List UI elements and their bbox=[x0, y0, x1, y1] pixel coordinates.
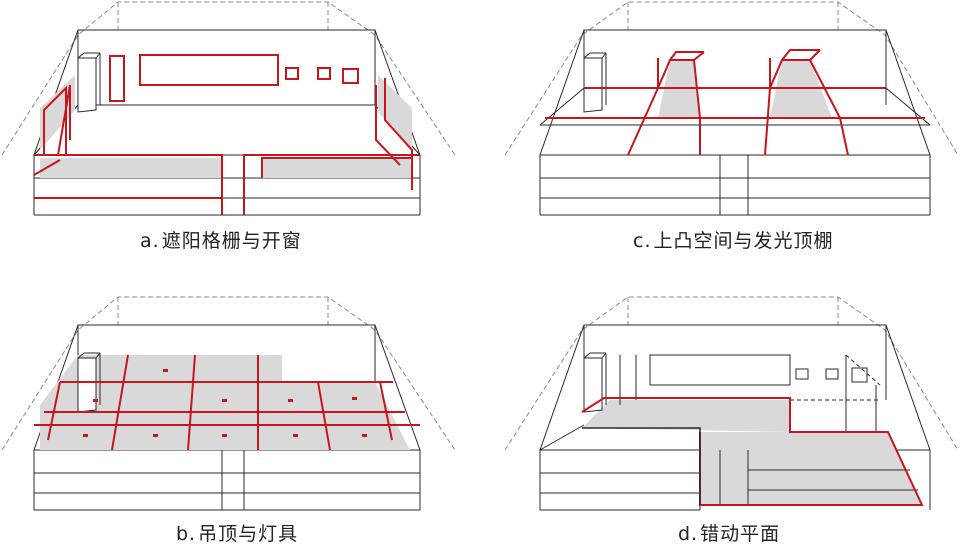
tall-window bbox=[109, 55, 125, 102]
roof-outline-dashed bbox=[504, 296, 959, 451]
red-grid bbox=[34, 354, 420, 451]
panel-c-raised-space-and-luminous-ceiling bbox=[504, 1, 959, 216]
panel-b-suspended-ceiling-and-lighting bbox=[1, 296, 456, 511]
light-fixture bbox=[93, 399, 98, 402]
light-fixture bbox=[222, 399, 227, 402]
caption-letter: d. bbox=[678, 523, 699, 545]
roof-outline-dashed bbox=[504, 1, 959, 156]
caption-letter: a. bbox=[140, 230, 160, 252]
light-fixture bbox=[83, 434, 88, 437]
light-fixture bbox=[362, 434, 367, 437]
upper-floor-fill bbox=[582, 400, 922, 505]
small-window-1 bbox=[795, 368, 809, 380]
box-outline bbox=[33, 324, 421, 511]
light-fixture bbox=[163, 369, 168, 372]
small-window-2 bbox=[317, 67, 331, 80]
caption-panel-a: a.遮阳格栅与开窗 bbox=[140, 226, 302, 253]
caption-text: 吊顶与灯具 bbox=[198, 523, 299, 545]
column bbox=[583, 52, 607, 113]
caption-text: 错动平面 bbox=[700, 523, 781, 545]
light-fixtures bbox=[83, 369, 367, 437]
ceiling-fill bbox=[40, 355, 410, 450]
panel-d-staggered-floor-plan bbox=[504, 296, 959, 511]
small-window-2 bbox=[825, 368, 839, 380]
small-window-3 bbox=[851, 367, 868, 383]
caption-panel-d: d.错动平面 bbox=[678, 519, 780, 546]
dashed-hidden-lines bbox=[790, 354, 881, 401]
column bbox=[77, 52, 101, 113]
light-fixture bbox=[288, 399, 293, 402]
caption-letter: b. bbox=[176, 523, 197, 545]
box-outline bbox=[539, 324, 931, 511]
light-fixture bbox=[153, 434, 158, 437]
long-window bbox=[139, 54, 279, 86]
panel-a-shading-grille-and-windows bbox=[1, 1, 456, 216]
red-highlights bbox=[545, 49, 925, 156]
box-outline bbox=[539, 29, 931, 216]
light-fixture bbox=[222, 434, 227, 437]
floor-fill bbox=[40, 75, 412, 178]
lower-platform-outline bbox=[582, 427, 701, 505]
caption-letter: c. bbox=[633, 230, 652, 252]
column bbox=[77, 352, 101, 413]
small-window-1 bbox=[285, 67, 299, 80]
roof-outline-dashed bbox=[1, 1, 456, 156]
roof-outline-dashed bbox=[1, 296, 456, 451]
red-highlights bbox=[33, 54, 420, 215]
caption-panel-b: b.吊顶与灯具 bbox=[176, 519, 298, 546]
long-window bbox=[649, 354, 791, 386]
column-and-windows bbox=[583, 352, 918, 505]
caption-text: 遮阳格栅与开窗 bbox=[161, 230, 302, 252]
red-highlights bbox=[581, 397, 924, 506]
caption-text: 上凸空间与发光顶棚 bbox=[653, 230, 834, 252]
light-fixture bbox=[352, 397, 357, 400]
small-window-3 bbox=[342, 68, 359, 84]
caption-panel-c: c.上凸空间与发光顶棚 bbox=[633, 226, 834, 253]
light-fixture bbox=[293, 434, 298, 437]
